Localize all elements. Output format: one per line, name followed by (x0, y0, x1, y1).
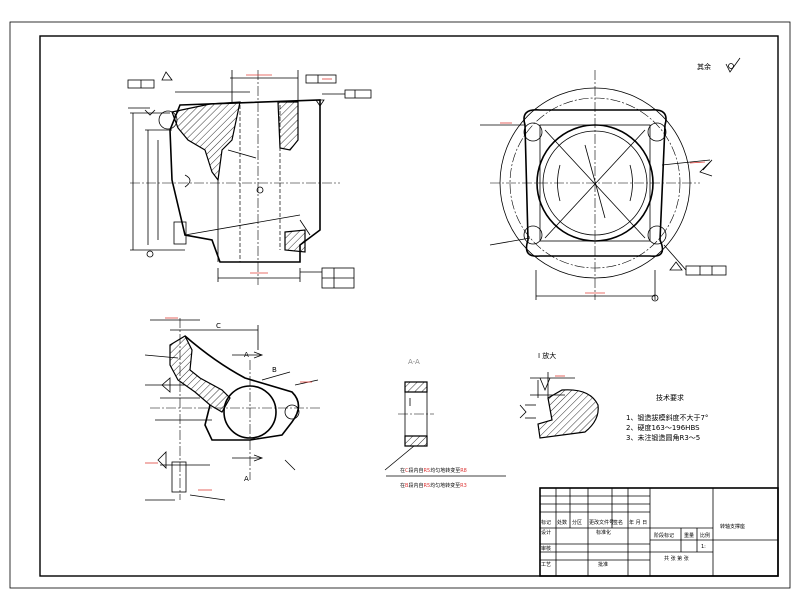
tb-label-date: 年 月 日 (629, 519, 647, 526)
detail-i-label: I 放大 (538, 351, 556, 360)
section-a-a-view: A-A (384, 358, 434, 471)
view-mark-b: B (272, 366, 277, 374)
tb-label-sheet-count: 共 张 第 张 (664, 555, 689, 562)
surface-finish-symbol-icon (725, 57, 741, 73)
drawing-frame (39, 35, 779, 577)
technical-requirements: 技术要求 1、锻造拔模斜度不大于7° 2、硬度163～196HBS 3、未注锻造… (626, 393, 708, 442)
tb-label-signature: 签名 (613, 519, 623, 526)
section-a-a-label: A-A (408, 358, 420, 366)
tech-req-item-2: 2、硬度163～196HBS (626, 423, 700, 432)
radius-transition-notes: 在C段内自R5均匀地转变至R8 在B段内自R5均匀地转变至R3 (386, 467, 506, 489)
surface-finish-note: 其余 (697, 57, 741, 73)
radius-note-2: 在B段内自R5均匀地转变至R3 (400, 482, 467, 489)
tb-label-review: 审核 (541, 545, 551, 552)
view-mark-a-bottom: A (244, 475, 249, 483)
tb-label-ratio: 比例 (700, 532, 710, 539)
tb-label-standardization: 标准化 (596, 529, 611, 536)
tb-label-change-doc: 更改文件号 (589, 519, 614, 526)
tb-part-name: 转轴支撑座 (720, 523, 745, 530)
top-plan-view (480, 70, 727, 302)
tech-req-heading: 技术要求 (656, 393, 684, 402)
title-block: 标记 处数 分区 更改文件号 签名 年 月 日 设计 标准化 审核 工艺 批准 … (539, 487, 779, 577)
profile-view: C A B A (144, 317, 320, 501)
tb-label-process: 工艺 (541, 562, 551, 568)
section-hatch-right-boss (277, 101, 299, 151)
radius-note-1: 在C段内自R5均匀地转变至R8 (400, 467, 467, 474)
tb-label-zone: 分区 (572, 519, 582, 526)
tb-label-mark: 标记 (541, 519, 551, 526)
section-hatch-bottom (284, 229, 306, 253)
detail-i-enlarged-view: I 放大 (519, 351, 599, 439)
view-mark-c: C (216, 322, 221, 330)
outer-sheet-border (9, 21, 791, 589)
tb-label-weight: 重量 (684, 532, 694, 539)
tb-ratio-value: 1: (701, 544, 706, 550)
view-mark-a-top: A (244, 351, 249, 359)
surface-finish-note-text: 其余 (697, 62, 711, 71)
tb-label-count: 处数 (557, 519, 567, 526)
tb-label-design: 设计 (541, 529, 551, 536)
tb-label-stage-mark: 阶段标记 (654, 532, 674, 539)
tech-req-item-3: 3、未注锻造圆角R3～5 (626, 433, 700, 442)
front-section-view (127, 70, 372, 289)
section-hatch-left-wall (171, 101, 241, 182)
tb-label-approve: 批准 (598, 561, 608, 568)
profile-section-hatch (169, 335, 231, 413)
tech-req-item-1: 1、锻造拔模斜度不大于7° (626, 413, 708, 422)
